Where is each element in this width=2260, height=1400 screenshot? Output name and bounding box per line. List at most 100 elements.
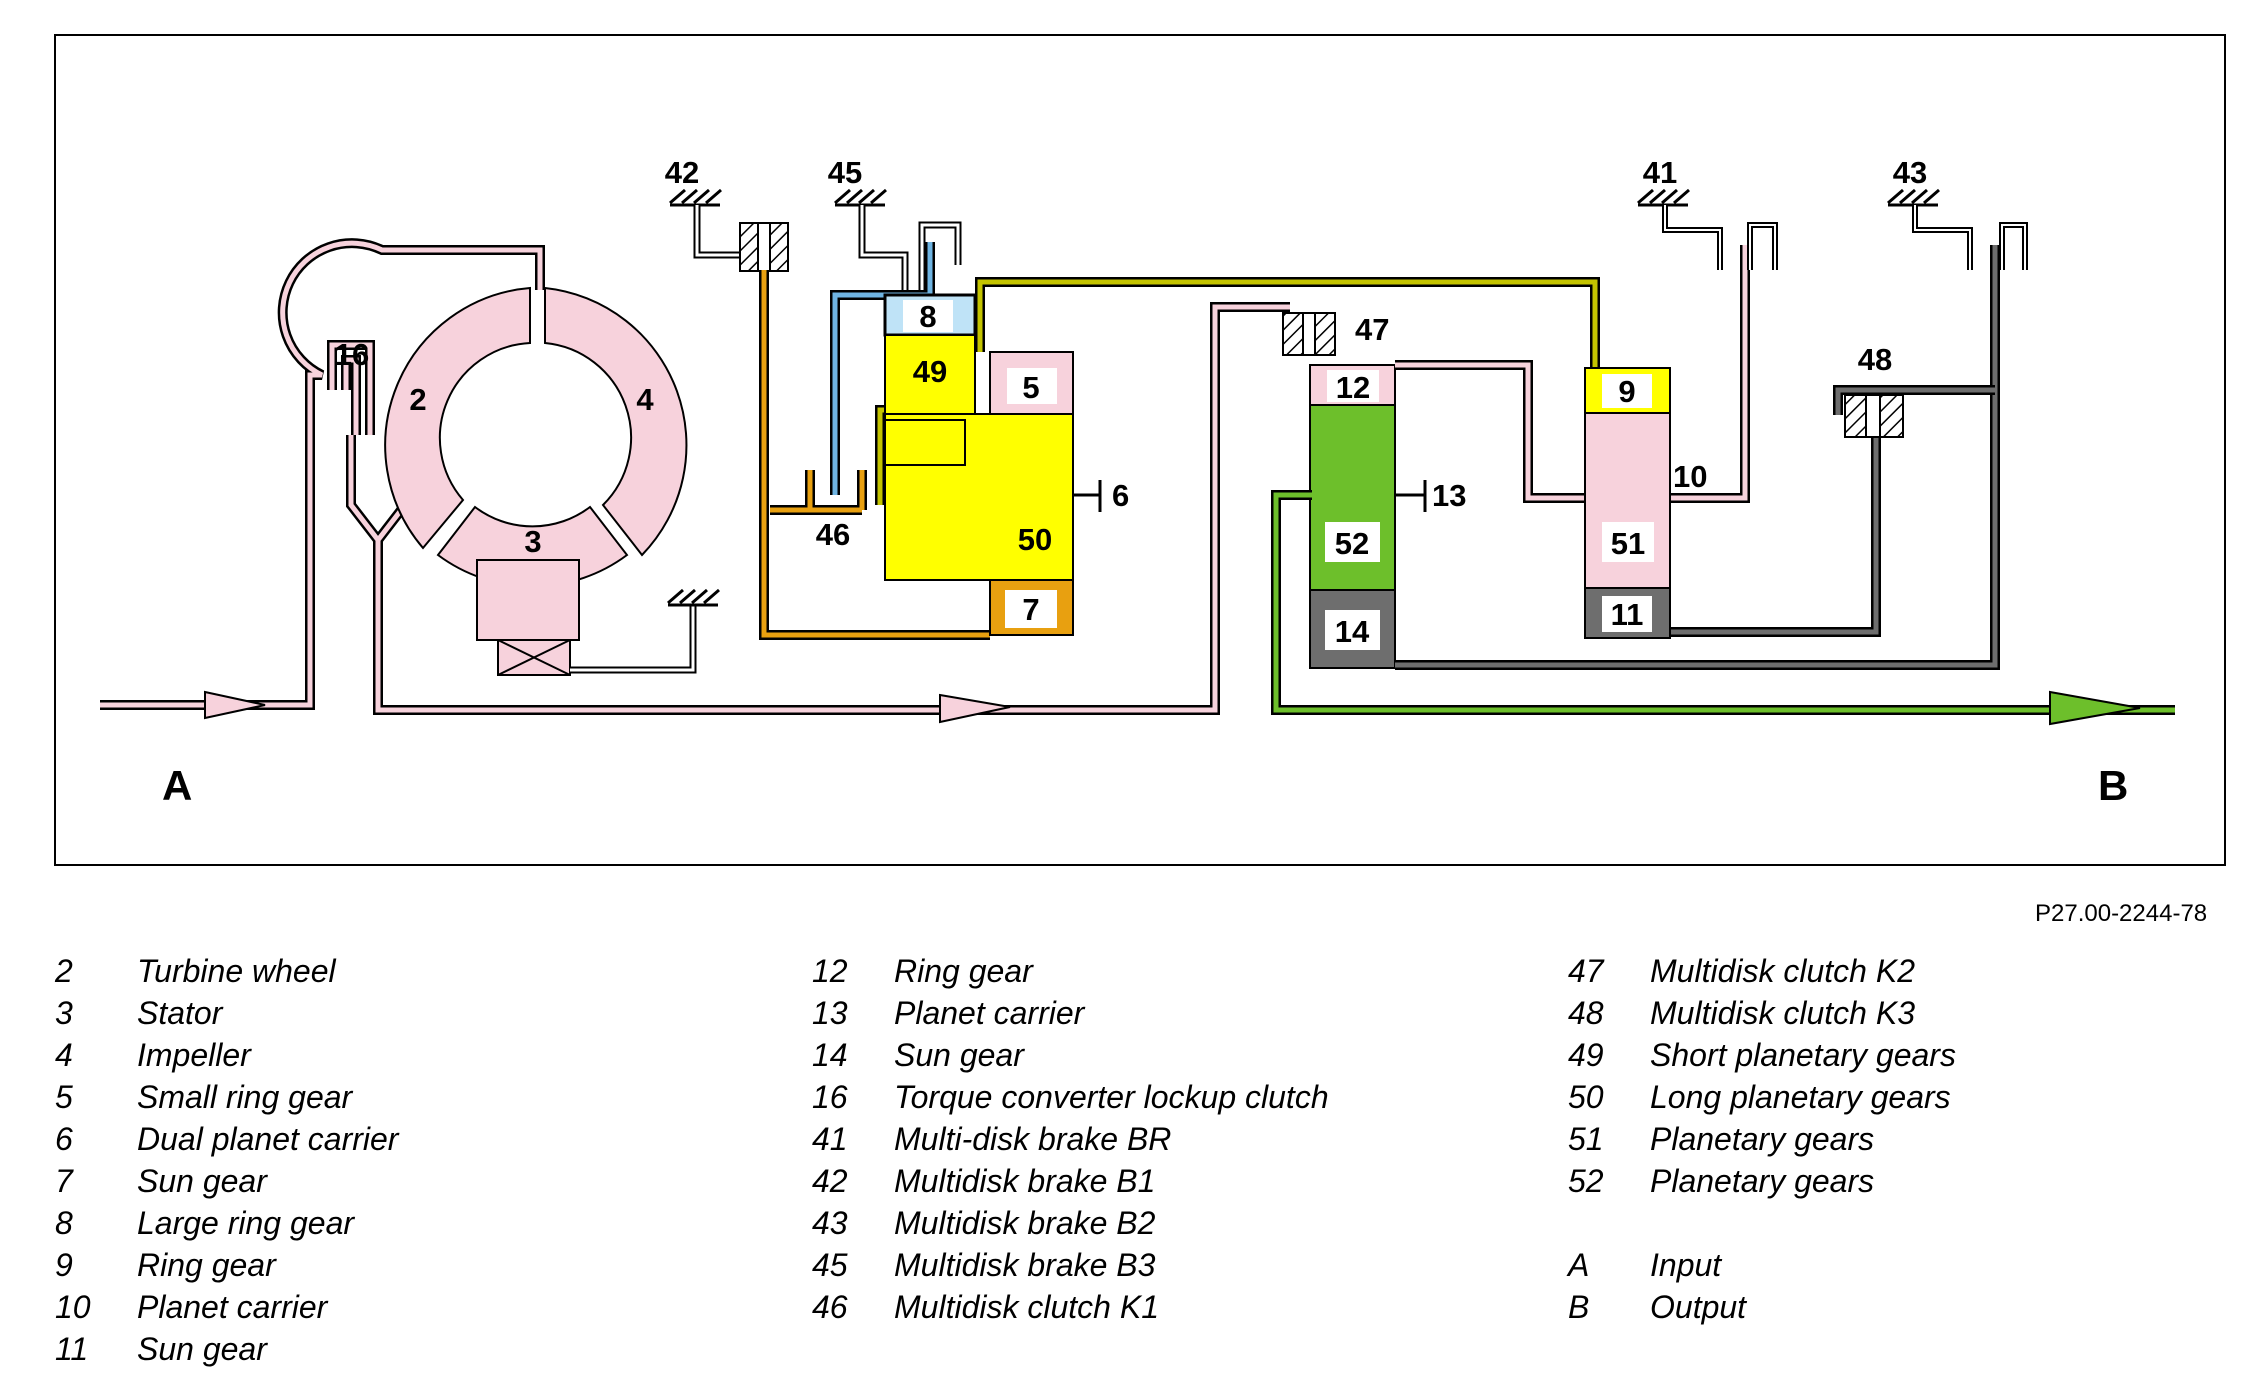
legend-item: 47 Multidisk clutch K2 [1568, 950, 1956, 992]
legend-text: Planetary gears [1650, 1120, 1875, 1157]
legend-item: 16 Torque converter lockup clutch [812, 1076, 1329, 1118]
legend-text: Ring gear [894, 952, 1033, 989]
label-box-8 [903, 300, 953, 332]
label-48: 48 [1858, 342, 1892, 377]
legend-number: 2 [55, 952, 73, 989]
legend-number: 9 [55, 1246, 73, 1283]
legend-number: A [1568, 1246, 1590, 1283]
legend-number: 41 [812, 1120, 848, 1157]
label-6: 6 [1112, 478, 1129, 513]
output-shaft [1271, 490, 2175, 715]
label-7: 7 [1022, 592, 1039, 627]
label-16: 16 [335, 337, 369, 372]
legend-number: 48 [1568, 994, 1604, 1031]
figure-reference: P27.00-2244-78 [2035, 900, 2208, 927]
legend-text: Torque converter lockup clutch [894, 1078, 1329, 1115]
legend-number: 45 [812, 1246, 848, 1283]
legend-number: 11 [55, 1330, 89, 1367]
shaft-arrow [939, 693, 1011, 724]
lockup-clutch-16 [327, 340, 375, 435]
freewheel-housing [570, 605, 697, 674]
legend-number: 7 [55, 1162, 73, 1199]
legend-text: Multidisk brake B2 [894, 1204, 1156, 1241]
label-41: 41 [1643, 155, 1677, 190]
legend-text: Planetary gears [1650, 1162, 1875, 1199]
legend-number: B [1568, 1288, 1590, 1325]
clutch-k3 [1844, 394, 1904, 438]
label-box-50 [1005, 518, 1065, 558]
label-box-52 [1325, 522, 1380, 562]
label-box-14 [1325, 610, 1380, 650]
legend-item: 2 Turbine wheel [55, 950, 398, 992]
clutch-k2 [1282, 312, 1336, 356]
legend-text: Planet carrier [894, 994, 1085, 1031]
legend-number: 52 [1568, 1162, 1604, 1199]
legend-number: 12 [812, 952, 848, 989]
pink-link-12-10 [1395, 245, 1750, 503]
legend-text: Multidisk clutch K2 [1650, 952, 1915, 989]
gray-shaft [1395, 245, 2000, 670]
legend-number: 16 [812, 1078, 848, 1115]
legend-text: Multidisk brake B1 [894, 1162, 1156, 1199]
impeller-segment [544, 286, 688, 557]
label-box-12 [1327, 370, 1379, 402]
legend-item: 5 Small ring gear [55, 1076, 398, 1118]
legend-number: 3 [55, 994, 73, 1031]
legend-text: Multidisk clutch K1 [894, 1288, 1159, 1325]
legend-number: 10 [55, 1288, 91, 1325]
ground-freewheel [667, 588, 720, 607]
input-label: A [162, 762, 192, 809]
input-shaft [100, 238, 545, 710]
label-box-49 [900, 350, 960, 390]
legend-text: Ring gear [137, 1246, 276, 1283]
legend-text: Input [1650, 1246, 1722, 1283]
legend-text: Short planetary gears [1650, 1036, 1956, 1073]
label-box-51 [1602, 522, 1654, 562]
label-13: 13 [1432, 478, 1466, 513]
output-arrow [2049, 690, 2141, 726]
label-2: 2 [409, 382, 426, 417]
legend-item: 43 Multidisk brake B2 [812, 1202, 1329, 1244]
input-arrow [204, 690, 266, 720]
label-5: 5 [1022, 370, 1039, 405]
label-box-11 [1602, 596, 1652, 632]
legend-number: 47 [1568, 952, 1604, 989]
legend-text: Output [1650, 1288, 1747, 1325]
legend-number: 46 [812, 1288, 848, 1325]
legend-number: 5 [55, 1078, 73, 1115]
legend-text: Multidisk clutch K3 [1650, 994, 1915, 1031]
legend-text: Dual planet carrier [137, 1120, 399, 1157]
label-47: 47 [1355, 312, 1389, 347]
legend-item: B Output [1568, 1286, 1956, 1328]
legend-text: Small ring gear [137, 1078, 353, 1115]
transmission-power-flow-diagram: 2 3 4 5 6 7 8 9 10 11 12 13 14 16 41 42 … [54, 34, 2226, 866]
legend-text: Impeller [137, 1036, 251, 1073]
legend-number: 13 [812, 994, 848, 1031]
legend-item: 46 Multidisk clutch K1 [812, 1286, 1329, 1328]
brake-b3-housing [858, 205, 962, 295]
legend-number: 43 [812, 1204, 848, 1241]
label-42: 42 [665, 155, 699, 190]
brake-b1 [739, 222, 789, 272]
turbine-wheel-segment [384, 286, 531, 550]
label-10: 10 [1673, 459, 1707, 494]
freewheel [497, 639, 571, 676]
label-box-9 [1602, 374, 1652, 408]
label-8: 8 [919, 299, 936, 334]
legend-text: Multidisk brake B3 [894, 1246, 1156, 1283]
output-label: B [2098, 762, 2128, 809]
legend-text: Turbine wheel [137, 952, 336, 989]
label-3: 3 [524, 524, 541, 559]
orange-shaft [759, 270, 990, 640]
label-43: 43 [1893, 155, 1927, 190]
